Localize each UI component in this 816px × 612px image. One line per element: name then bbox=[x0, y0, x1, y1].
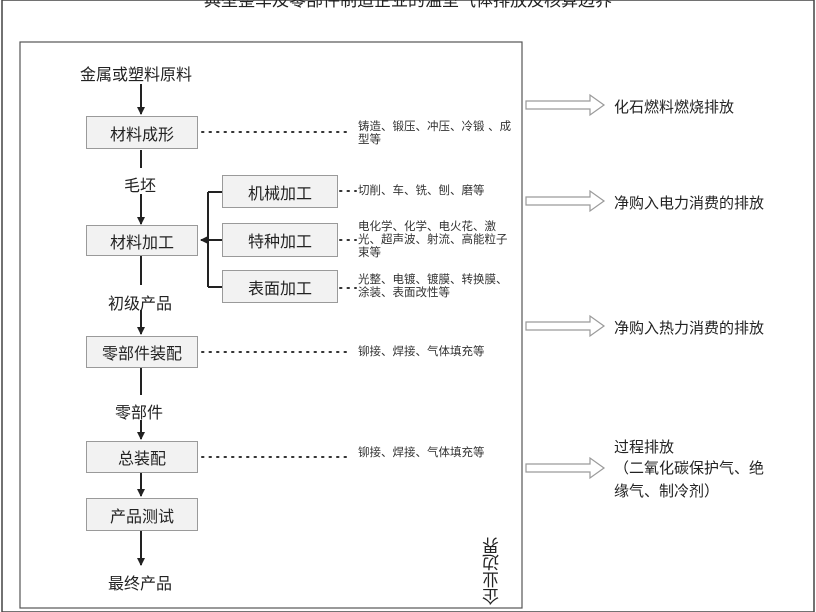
emission-arrow-process bbox=[525, 456, 606, 480]
emission-heat-label: 净购入热力消费的排放 bbox=[614, 319, 765, 337]
enterprise-boundary-label: 企业边界 bbox=[483, 537, 503, 605]
box-final-assembly: 总装配 bbox=[86, 441, 198, 473]
emission-electricity-label: 净购入电力消费的排放 bbox=[614, 194, 765, 212]
box-parts-assembly: 零部件装配 bbox=[86, 336, 198, 368]
note-forming: 铸造、锻压、冲压、冷锻 、成型等 bbox=[358, 119, 512, 146]
note-parts-assembly: 铆接、焊接、气体填充等 bbox=[358, 344, 485, 358]
emission-arrow-fossil bbox=[525, 93, 606, 117]
box-machining: 材料加工 bbox=[86, 225, 198, 256]
note-final-assembly: 铆接、焊接、气体填充等 bbox=[358, 445, 485, 459]
enterprise-boundary bbox=[19, 41, 523, 609]
emission-arrow-heat bbox=[525, 314, 606, 338]
box-mechanical-processing: 机械加工 bbox=[222, 175, 338, 208]
emission-arrow-electricity bbox=[525, 189, 606, 213]
note-special: 电化学、化学、电火花、激光、超声波、射流、高能粒子束等 bbox=[358, 219, 508, 259]
emission-process-title: 过程排放 bbox=[614, 438, 675, 456]
flow-parts: 零部件 bbox=[115, 403, 164, 422]
box-surface-processing: 表面加工 bbox=[222, 270, 338, 303]
diagram-title: 典型整车及零部件制造企业的温室气体排放及核算边界 bbox=[204, 0, 612, 11]
box-product-test: 产品测试 bbox=[86, 498, 198, 531]
flow-final-product: 最终产品 bbox=[108, 574, 173, 593]
flow-primary-product: 初级产品 bbox=[108, 294, 173, 313]
note-mechanical: 切削、车、铣、刨、磨等 bbox=[358, 183, 485, 197]
flow-raw-material: 金属或塑料原料 bbox=[80, 65, 193, 84]
emission-fossil-label: 化石燃料燃烧排放 bbox=[614, 98, 735, 116]
note-surface: 光整、电镀、镀膜、转换膜、涂装、表面改性等 bbox=[358, 272, 508, 299]
emission-process-detail: （二氧化碳保护气、绝缘气、制冷剂） bbox=[614, 459, 765, 500]
box-special-processing: 特种加工 bbox=[222, 223, 338, 257]
flow-blank: 毛坯 bbox=[124, 176, 157, 195]
box-forming: 材料成形 bbox=[86, 116, 198, 149]
